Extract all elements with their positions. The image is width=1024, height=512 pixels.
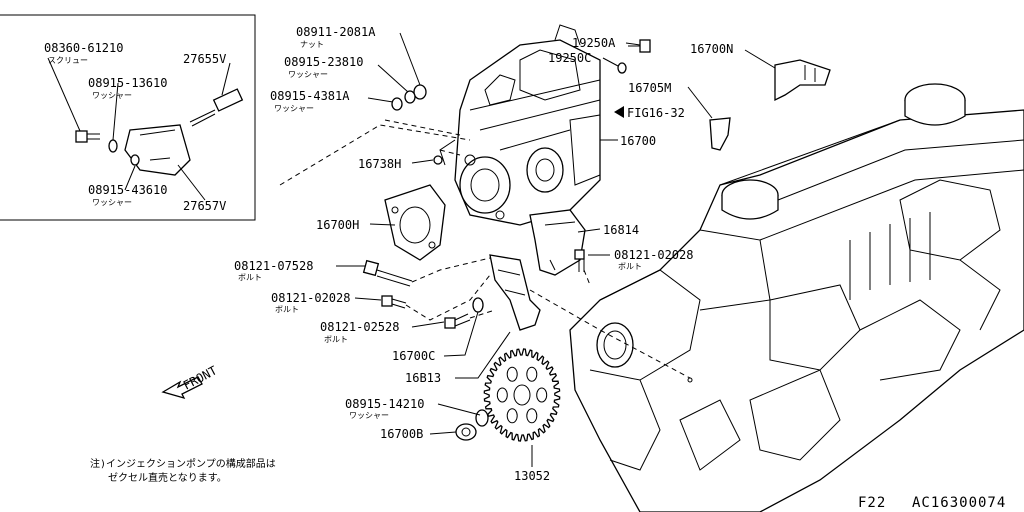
bolt-08121-07528 — [362, 259, 413, 287]
label-08121-02028-right-sub: ボルト — [618, 262, 642, 271]
engine-block — [569, 83, 1024, 512]
label-08360-61210-sub: スクリュー — [48, 56, 88, 65]
label-16700B: 16700B — [380, 427, 423, 441]
gear-hole — [536, 387, 548, 403]
gear-hole — [506, 366, 518, 382]
bolt-08121-02028-left — [381, 295, 407, 309]
bolt-08121-02528 — [444, 297, 484, 329]
label-08121-02528-sub: ボルト — [324, 335, 348, 344]
gear-hub — [513, 384, 531, 406]
bracket-16814 — [529, 209, 586, 276]
gear-hole — [506, 408, 518, 424]
gear-hole — [526, 408, 538, 424]
label-08915-13610-sub: ワッシャー — [92, 91, 132, 100]
label-08915-43610: 08915-43610 — [88, 183, 167, 197]
label-08121-02028-left-sub: ボルト — [275, 305, 299, 314]
bolt-19250A — [628, 39, 651, 53]
label-16705M: 16705M — [628, 81, 671, 95]
nut-08911-2081A — [413, 84, 427, 100]
label-19250A: 19250A — [572, 36, 616, 50]
label-08915-13610: 08915-13610 — [88, 76, 167, 90]
label-08915-23810: 08915-23810 — [284, 55, 363, 69]
label-16813: 16B13 — [405, 371, 441, 385]
label-08121-02028-left: 08121-02028 — [271, 291, 350, 305]
inset-washer-08915-13610 — [108, 139, 118, 153]
label-16700N: 16700N — [690, 42, 733, 56]
gear-teeth — [483, 348, 561, 442]
label-08121-02528: 08121-02528 — [320, 320, 399, 334]
gasket-16700H — [384, 184, 446, 261]
injection-pump — [439, 24, 601, 226]
footer-code: AC16300074 — [912, 495, 1006, 511]
label-08915-14210: 08915-14210 — [345, 397, 424, 411]
washer-08915-23810 — [404, 90, 416, 104]
fig-ref-arrow-icon — [614, 106, 624, 118]
inset-box — [0, 14, 256, 221]
inset-sensor-27655V — [189, 88, 244, 127]
bracket-16700N — [774, 59, 831, 102]
label-16738H: 16738H — [358, 157, 401, 171]
washer-19250C — [617, 62, 627, 74]
label-08915-4381A: 08915-4381A — [270, 89, 350, 103]
washer-08915-4381A — [391, 97, 403, 111]
label-08121-02028-right: 08121-02028 — [614, 248, 693, 262]
footer-page: F22 — [858, 495, 886, 511]
label-16700C: 16700C — [392, 349, 435, 363]
gear-hole — [526, 366, 538, 382]
gear-13052 — [483, 348, 561, 442]
label-16700: 16700 — [620, 134, 656, 148]
assembly-lines — [279, 119, 691, 379]
label-fig-ref: FIG16-32 — [627, 106, 685, 120]
label-08915-4381A-sub: ワッシャー — [274, 104, 314, 113]
nut-16700B — [455, 409, 489, 441]
label-08915-43610-sub: ワッシャー — [92, 198, 132, 207]
label-27657V: 27657V — [183, 199, 226, 213]
label-08915-23810-sub: ワッシャー — [288, 70, 328, 79]
inset-screw-08360-61210 — [75, 130, 100, 143]
bracket-16813 — [489, 254, 541, 331]
leader-lines — [47, 32, 776, 467]
label-13052: 13052 — [514, 469, 550, 483]
note-line-2: ゼクセル直売となります。 — [108, 471, 227, 484]
label-27655V: 27655V — [183, 52, 226, 66]
label-front: FRONT — [181, 363, 219, 392]
label-08121-07528-sub: ボルト — [238, 273, 262, 282]
label-08915-14210-sub: ワッシャー — [349, 411, 389, 420]
bolt-08121-02028-right — [574, 249, 585, 272]
inset-bracket-27657V — [124, 124, 191, 176]
front-arrow-icon — [161, 376, 203, 400]
clip-16705M — [709, 117, 731, 151]
label-08911-2081A: 08911-2081A — [296, 25, 376, 39]
label-19250C: 19250C — [548, 51, 591, 65]
plug-16738H — [433, 155, 443, 165]
label-08911-2081A-sub: ナット — [300, 40, 324, 49]
note-line-1: 注)インジェクションポンプの構成部品は — [90, 457, 276, 470]
label-08360-61210: 08360-61210 — [44, 41, 123, 55]
label-16700H: 16700H — [316, 218, 359, 232]
label-08121-07528: 08121-07528 — [234, 259, 313, 273]
gear-hole — [496, 387, 508, 403]
label-16814: 16814 — [603, 223, 639, 237]
inset-washer-08915-43610 — [130, 154, 140, 166]
